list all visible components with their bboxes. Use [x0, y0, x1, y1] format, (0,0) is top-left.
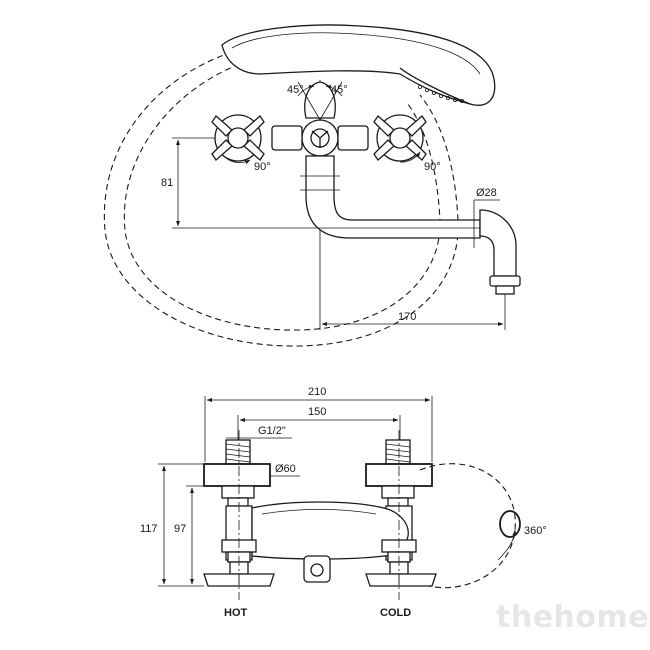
dim-117-label: 117 — [140, 523, 158, 535]
hot-label: HOT — [224, 607, 248, 619]
cold-label: COLD — [380, 607, 411, 619]
cold-cross-handle — [365, 561, 437, 587]
dim-150-label: 150 — [308, 406, 326, 418]
angle-45-left-label: 45° — [287, 84, 304, 96]
mixer-body — [221, 501, 417, 583]
top-view: 45° 45° 90° 90° — [103, 24, 521, 347]
angle-90-left-label: 90° — [254, 161, 271, 173]
hand-shower — [221, 24, 496, 106]
dim-diameter-28-label: Ø28 — [476, 187, 497, 199]
angle-45-right-label: 45° — [331, 84, 348, 96]
thread-size-label: G1/2" — [258, 425, 286, 437]
dim-97-label: 97 — [174, 523, 186, 535]
shower-hose-outer — [103, 51, 459, 347]
dim-diameter-60-label: Ø60 — [275, 463, 296, 475]
hot-inlet — [203, 439, 271, 507]
hose-rotation-path — [411, 463, 516, 589]
shower-hose-inner — [123, 63, 441, 331]
front-view: 210 150 G1/2" Ø60 — [140, 386, 547, 619]
hose-connector — [499, 510, 521, 538]
watermark: thehome — [496, 600, 650, 635]
cold-inlet — [365, 439, 433, 507]
dim-170-label: 170 — [398, 311, 416, 323]
diverter-lever — [297, 81, 343, 121]
dim-210-label: 210 — [308, 386, 326, 398]
rotation-360-label: 360° — [524, 525, 547, 537]
cold-cross-handle-top — [373, 114, 427, 163]
dim-81-label: 81 — [161, 177, 173, 189]
spout — [300, 155, 521, 295]
angle-90-right-label: 90° — [424, 161, 441, 173]
hot-cross-handle-top — [211, 114, 265, 165]
